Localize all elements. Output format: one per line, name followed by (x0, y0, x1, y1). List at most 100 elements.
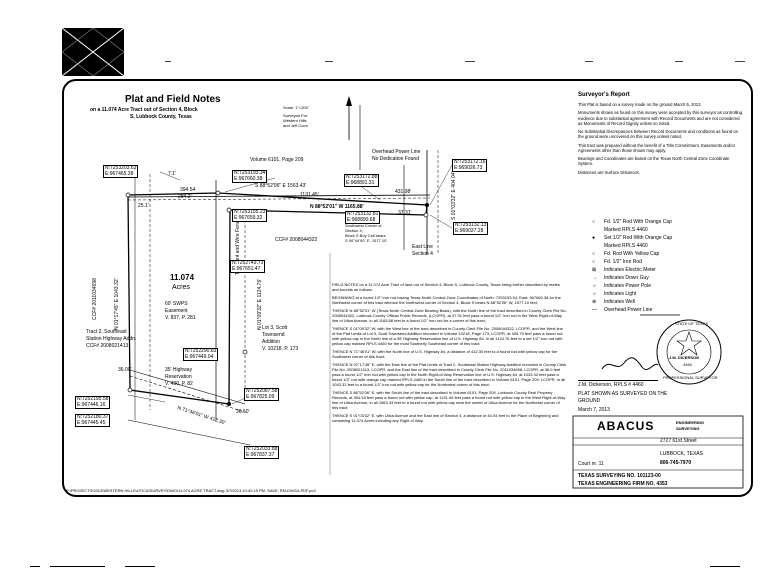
lot3-1: Lot 3, Scott (262, 325, 288, 331)
dist-b: 431.98' (395, 189, 412, 195)
legend-item: →Indicates Down Guy (592, 275, 649, 281)
legend-item: ☼Indicates Light (592, 291, 637, 297)
plat-statement-1: PLAT SHOWN AS SURVEYED ON THE (578, 391, 668, 397)
surveyor-report-heading: Surveyor's Report (578, 92, 630, 98)
tract2-1: Tract 2, Southeast (86, 329, 127, 335)
bearing-top: S 88°52'06" E 1563.43' (255, 183, 307, 189)
mid-bearing: N 01°09'32" E 1124.76' (257, 278, 263, 330)
company-sub-2: SURVEYING (676, 426, 700, 431)
legend-item: ○Fd. 1/2" Iron Rod (592, 259, 642, 265)
right-bearing: S 01°03'32" E 404.04' (451, 171, 457, 221)
surveyed-for-2: Western Hills (283, 118, 307, 123)
field-note-paragraph: FIELD NOTES on a 11.074 Acre Tract of la… (332, 282, 560, 292)
ccf-left: CCF# 2011034698 (92, 278, 98, 320)
legend-item: Marked RPLS 4460 (604, 227, 648, 233)
field-note-paragraph: BEGINNING at a found 1/2" iron rod havin… (332, 295, 561, 305)
highway-1: 35' Highway (165, 367, 193, 373)
legend-item: ○Fd. 1/2" Rod With Orange Cap (592, 219, 672, 225)
report-paragraph: Monuments shown as found on this survey … (578, 110, 743, 126)
scale-label: Scale: 1"=200' (283, 105, 309, 110)
plat-statement-2: GROUND (578, 398, 601, 404)
survey-date: March 7, 2013 (578, 407, 610, 413)
acreage-word: Acres (172, 284, 190, 291)
report-paragraph: No Substantial Discrepancies between Rec… (578, 129, 738, 140)
company-city: LUBBOCK, TEXAS (660, 451, 703, 457)
legend-item: ⊠Indicates Electric Meter (592, 267, 656, 273)
signature-icon (601, 357, 659, 370)
signature-line (578, 380, 658, 381)
surveyor-report: This Plat is based on a survey made on t… (578, 102, 743, 175)
plat-title: Plat and Field Notes (125, 94, 221, 105)
legend-item: ⊕Indicates Well (592, 299, 636, 305)
east-line-1: East Line (412, 244, 433, 250)
legend-item: ●Set 1/2" Rod With Orange Cap (592, 235, 673, 241)
ccf-mid: CCF# 2008044322 (275, 237, 318, 243)
company-address: 2727 61st Street (660, 438, 697, 444)
easement-2: Easement (165, 308, 188, 314)
report-paragraph: This Plat is based on a survey made on t… (578, 102, 702, 107)
sw-corner-2: Section 4, (345, 228, 363, 233)
signature-name: J.M. Dickerson, RPLS # 4460 (578, 382, 644, 388)
surveyed-for-3: and Jeff Coon (283, 123, 308, 128)
seal-ring-text: STATE OF TEXAS (675, 321, 709, 326)
plat-sheet (62, 79, 753, 497)
field-note-paragraph: THENCE N 01°17'45" E, with the East line… (332, 362, 567, 387)
d37-label: 37.31' (398, 210, 412, 216)
volume-label: Volume 6101, Page 209 (250, 157, 304, 163)
north-arrow-icon (346, 96, 352, 140)
seal-name: J.M. DICERSON (669, 355, 700, 360)
file-path-footer: P:\PROJECTS\2013\WESTERN HILLS\UTICA\SUR… (66, 488, 316, 493)
lot3-3: Addition (262, 339, 281, 345)
d36b-label: 36.60' (236, 409, 250, 415)
bottom-rule-marks (30, 566, 750, 568)
left-dist-b: 294.2' (178, 194, 192, 200)
company-name: ABACUS (597, 419, 655, 433)
field-note-paragraph: THENCE N 88°52'01" W (Texas North Centra… (332, 308, 567, 323)
seal-number: 4460 (683, 362, 692, 367)
logo-mark-icon (62, 28, 124, 76)
report-paragraph: Distances are Surface Distances. (578, 169, 640, 175)
field-note-paragraph: THENCE S 01°09'32" W, with the West line… (332, 326, 563, 346)
field-notes: FIELD NOTES on a 11.074 Acre Tract of la… (332, 282, 567, 423)
east-line-2: Section 4 (412, 251, 433, 257)
surveyed-for-1: Surveyed For: (283, 113, 309, 118)
sheet-label: Court nr. 11 (578, 461, 604, 467)
top-rule-marks (165, 61, 755, 63)
lot3-2: Townsend (262, 332, 285, 338)
d25-label: 25.1' (138, 203, 149, 209)
highway-2: Reservation (165, 374, 192, 380)
field-note-paragraph: THENCE S 01°03'32" E, with Utica Avenue … (332, 413, 559, 423)
surveyor-seal: STATE OF TEXAS J.M. DICERSON 4460 PROFES… (655, 318, 723, 386)
dist-a: 1131.45' (300, 192, 319, 198)
legend-item: —Overhead Power Line (592, 307, 653, 313)
easement-3: V. 837, P. 281 (165, 315, 196, 321)
bearing-north: N 88°52'01" W 1165.88' (310, 204, 364, 210)
power-line-label: Overhead Power Line (372, 149, 421, 155)
n-dist: 7.1' (168, 171, 176, 177)
left-bearing: N 01°17'45" E 1043.32' (114, 278, 120, 330)
logo (62, 28, 124, 76)
sw-corner-4: S 00°44'00" E, 1577.10' (345, 238, 388, 243)
highway-3: V. 430, P. 82 (165, 381, 193, 387)
plat-subtitle-1: on a 11.074 Acre Tract out of Section 4,… (90, 107, 198, 113)
sw-corner-1: Southwest Corner of (345, 223, 382, 228)
d36a-label: 36.00' (118, 367, 132, 373)
firm-number-1: TEXAS SURVEYING NO. 101123-00 (578, 473, 661, 479)
seal-bottom-text: PROFESSIONAL SURVEYOR (663, 375, 718, 380)
legend-item: Marked RPLS 4460 (604, 243, 648, 249)
lot3-4: V. 10218, P. 173 (262, 346, 299, 352)
sw-corner-3: Block S Boy Cell bears (345, 233, 386, 238)
plat-subtitle-2: S, Lubbock County, Texas (130, 114, 192, 120)
